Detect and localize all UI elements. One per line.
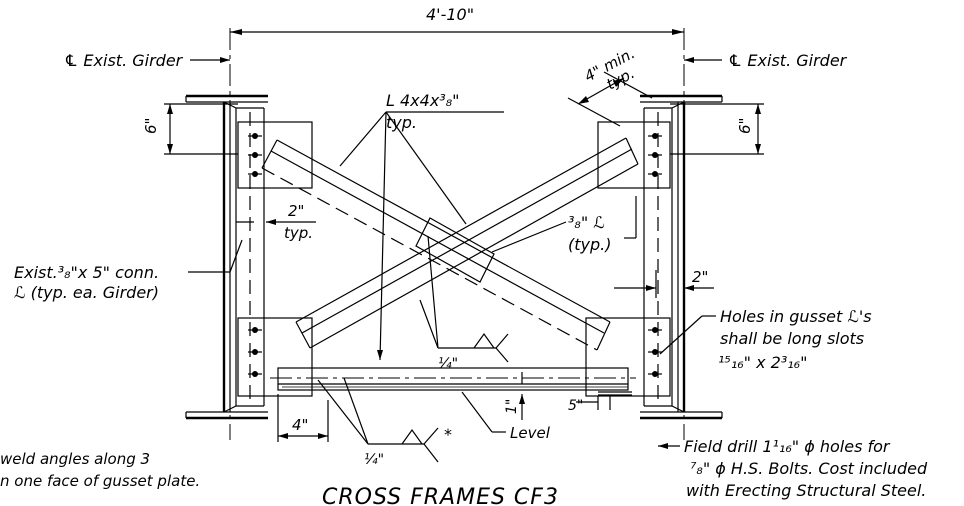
gusset-plate-bottom-left — [237, 317, 313, 397]
plate-thickness-callout: ³₈" ℒ (typ.) — [491, 196, 637, 254]
right-6in-dimension: 6" — [670, 103, 764, 155]
one-in-dimension: 1" — [504, 372, 525, 420]
bolt — [252, 133, 258, 139]
level-label: Level — [510, 424, 551, 442]
bolt — [252, 349, 258, 355]
weld-mid-size: ¼" — [438, 356, 458, 372]
left-6in-label: 6" — [142, 118, 160, 134]
exist-conn-plate-callout: Exist.³₈"x 5" conn. ℒ (typ. ea. Girder) — [14, 239, 243, 302]
left-6in-dimension: 6" — [142, 103, 238, 155]
cl-girder-right-label: ℄ Exist. Girder — [728, 51, 848, 70]
holes-note-1: Holes in gusset ℒ's — [720, 307, 872, 326]
centerlines — [229, 28, 685, 440]
bolt — [652, 349, 658, 355]
weld-symbol-low: ¼" * — [317, 377, 452, 468]
gusset-plate-top-left — [237, 121, 313, 189]
bolt — [252, 371, 258, 377]
bottom-chord-angle — [270, 367, 636, 396]
typ-angle-label: typ. — [386, 113, 417, 132]
diagonal-angle-b — [295, 137, 639, 349]
bolts — [252, 133, 658, 377]
right-2in-dimension: 2" — [614, 268, 714, 298]
cl-girder-left-callout: ℄ Exist. Girder — [64, 51, 230, 70]
left-2in-dimension: 2" typ. — [236, 202, 316, 242]
gusset-plate-top-right — [597, 121, 671, 189]
field-drill-note-3: with Erecting Structural Steel. — [686, 481, 926, 500]
one-in-label: 1" — [504, 399, 520, 414]
bolt — [652, 133, 658, 139]
top-4in-min-dimension: 4" min. typ. — [567, 44, 653, 127]
bolt — [652, 371, 658, 377]
field-drill-callout: Field drill 1¹₁₆" ϕ holes for ⁷₈" ϕ H.S.… — [658, 437, 928, 500]
two-right-label: 2" — [692, 268, 708, 286]
cl-girder-left-label: ℄ Exist. Girder — [64, 51, 184, 70]
plate-thickness-label: ³₈" ℒ — [568, 213, 605, 232]
level-callout: Level — [461, 391, 551, 442]
right-girder — [640, 94, 723, 420]
width-dimension: 4'-10" — [426, 5, 474, 24]
bolt — [652, 152, 658, 158]
overall-width-dimension: 4'-10" — [230, 5, 684, 35]
five-in-label: 5" — [568, 398, 583, 414]
bolt — [252, 327, 258, 333]
right-6in-label: 6" — [736, 118, 754, 134]
holes-note-2: shall be long slots — [720, 329, 864, 348]
holes-note-3: ¹⁵₁₆" x 2³₁₆" — [718, 353, 807, 372]
typ-two-label: typ. — [284, 224, 313, 242]
field-drill-note-2: ⁷₈" ϕ H.S. Bolts. Cost included — [690, 459, 928, 478]
two-left-label: 2" — [288, 202, 304, 220]
bolt — [252, 171, 258, 177]
weld-note: weld angles along 3 n one face of gusset… — [0, 450, 200, 490]
plate-typ-label: (typ.) — [568, 235, 611, 254]
weld-asterisk: * — [444, 425, 452, 444]
bolt — [652, 171, 658, 177]
five-in-dimension: 5" — [568, 396, 611, 414]
exist-conn-label-1: Exist.³₈"x 5" conn. — [14, 263, 159, 282]
weld-low-size: ¼" — [364, 452, 384, 468]
bolt — [652, 327, 658, 333]
four-bottom-label: 4" — [292, 416, 308, 434]
weld-note-2: n one face of gusset plate. — [0, 472, 200, 490]
weld-note-1: weld angles along 3 — [0, 450, 150, 468]
angle-size-callout: L 4x4x³₈" typ. — [339, 91, 504, 361]
center-filler-plate — [415, 217, 495, 283]
gusset-plate-bottom-right — [585, 317, 671, 397]
angle-size-label: L 4x4x³₈" — [386, 91, 459, 110]
drawing-title: CROSS FRAMES CF3 — [322, 485, 559, 506]
field-drill-note-1: Field drill 1¹₁₆" ϕ holes for — [684, 437, 891, 456]
bottom-4in-dimension: 4" — [277, 394, 329, 442]
holes-note-callout: Holes in gusset ℒ's shall be long slots … — [659, 307, 872, 372]
exist-conn-label-2: ℒ (typ. ea. Girder) — [14, 283, 159, 302]
gusset-plates — [237, 121, 671, 397]
left-girder — [185, 94, 268, 420]
cl-girder-right-callout: ℄ Exist. Girder — [684, 51, 848, 70]
bolt — [252, 152, 258, 158]
weld-symbol-mid: ¼" — [419, 235, 509, 372]
diagonal-angle-a — [261, 139, 611, 351]
